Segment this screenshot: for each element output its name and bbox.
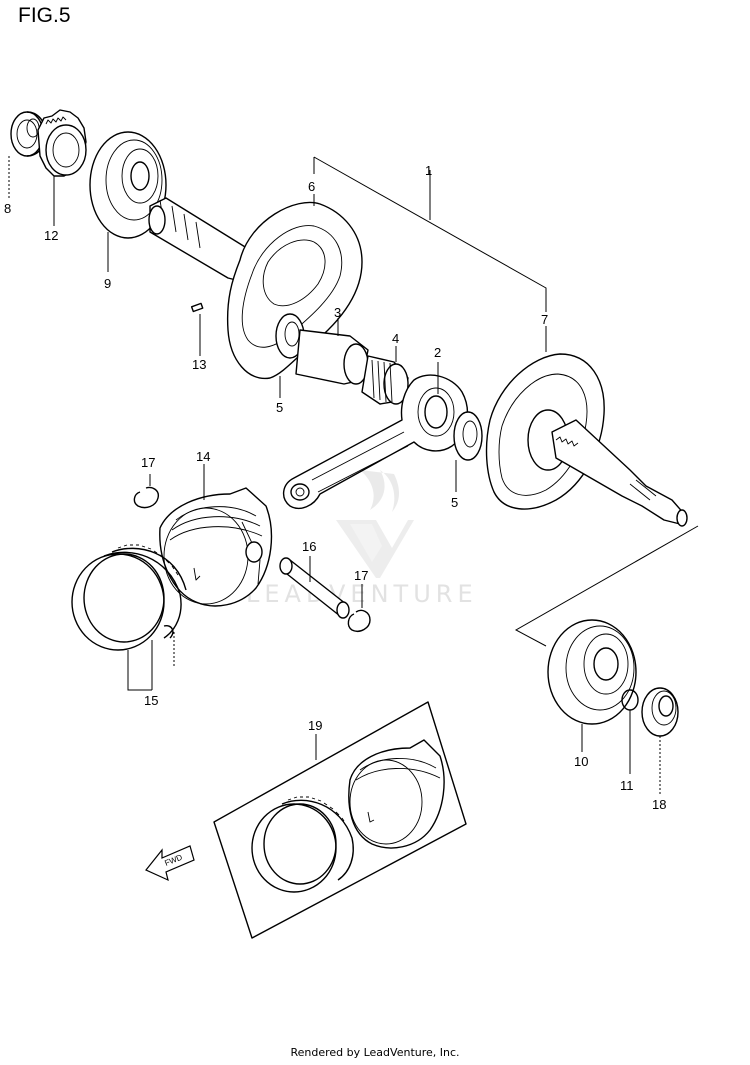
callout-1: 1	[425, 163, 432, 178]
callout-7: 7	[541, 312, 548, 327]
callout-8: 8	[4, 201, 11, 216]
callout-11: 11	[620, 778, 634, 793]
leadventure-flame-logo-icon	[336, 470, 414, 578]
callout-13: 13	[192, 357, 206, 372]
watermark-text: LEADVENTURE	[246, 580, 478, 608]
part-gear-12	[37, 109, 87, 177]
part-circlip-17-upper	[133, 486, 160, 509]
footer-credit: Rendered by LeadVenture, Inc.	[290, 1046, 460, 1059]
callout-12: 12	[44, 228, 58, 243]
part-connecting-rod-2	[283, 374, 469, 510]
callout-18: 18	[652, 797, 666, 812]
callout-5-right: 5	[451, 495, 458, 510]
callout-19: 19	[308, 718, 322, 733]
leader-lines	[8, 156, 699, 794]
callout-5-left: 5	[276, 400, 283, 415]
callout-16: 16	[302, 539, 316, 554]
callout-4: 4	[392, 331, 399, 346]
part-crankshaft-shaft-right	[551, 419, 688, 527]
callout-17-lower: 17	[354, 568, 368, 583]
part-needle-bearing-4	[361, 355, 409, 405]
figure-title: FIG.5	[18, 4, 71, 27]
part-piston-kit-19	[213, 701, 467, 939]
callout-9: 9	[104, 276, 111, 291]
fwd-arrow-icon: FWD	[145, 845, 195, 882]
part-bearing-9	[89, 131, 167, 239]
part-piston-14	[159, 487, 273, 607]
part-bearing-10	[547, 619, 637, 725]
part-piston-ring-set-15	[71, 544, 187, 651]
part-circlip-17-lower	[347, 609, 371, 632]
callout-10: 10	[574, 754, 588, 769]
part-washer-5-right	[453, 411, 483, 461]
part-pin-13	[190, 302, 204, 313]
part-piston-pin-16	[279, 557, 350, 619]
part-oil-seal-18	[641, 687, 679, 737]
callout-17-upper: 17	[141, 455, 155, 470]
callout-6: 6	[308, 179, 315, 194]
callout-3: 3	[334, 305, 341, 320]
callout-14: 14	[196, 449, 210, 464]
part-crank-pin-3	[295, 329, 369, 385]
callout-2: 2	[434, 345, 441, 360]
callout-15: 15	[144, 693, 158, 708]
